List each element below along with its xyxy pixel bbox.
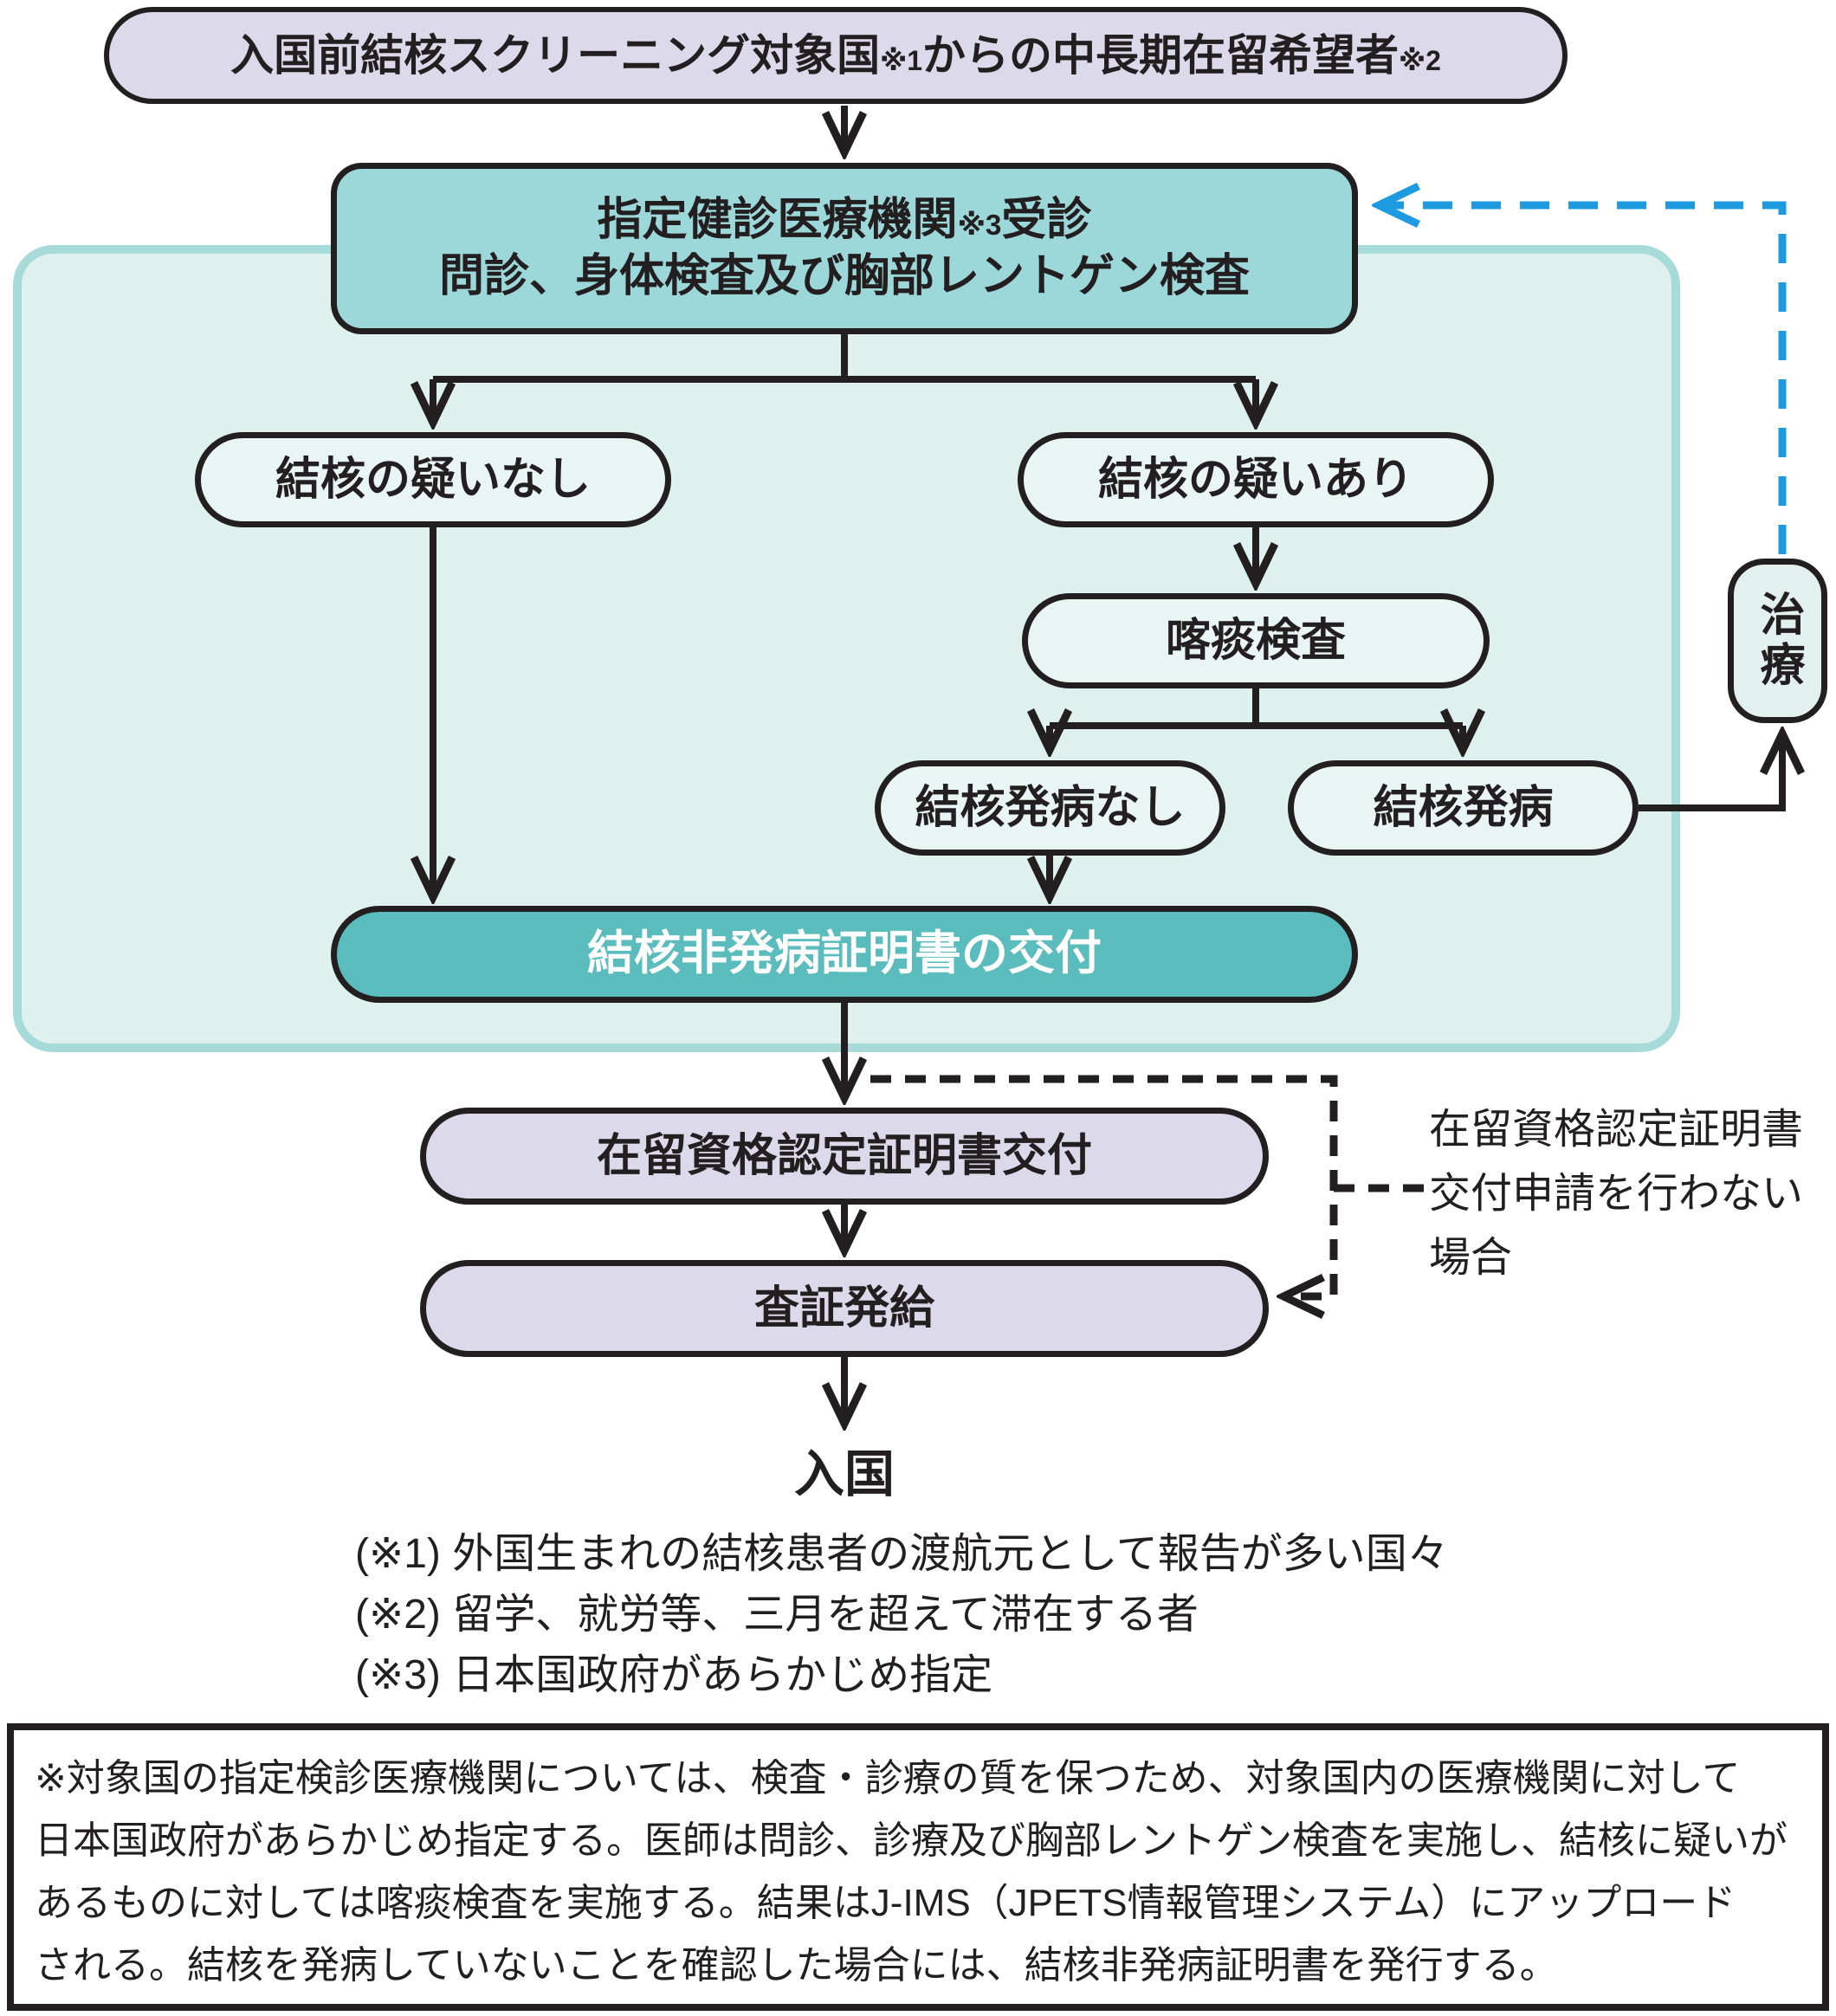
footnote-3: (※3) 日本国政府があらかじめ指定 — [355, 1652, 993, 1698]
node-clinic-label: 指定健診医療機関※3受診 問診、身体検査及び胸部レントゲン検査 — [439, 192, 1250, 305]
side-note-line-3: 場合 — [1429, 1235, 1513, 1281]
applicant-ref-1: ※1 — [880, 44, 922, 76]
applicant-text-1: 入国前結核スクリーニング対象国 — [230, 30, 881, 80]
side-note-line-1: 在留資格認定証明書 — [1429, 1107, 1804, 1153]
node-disease: 結核発病 — [1288, 760, 1639, 856]
clinic-line1-tail: 受診 — [1001, 195, 1092, 245]
applicant-ref-2: ※2 — [1399, 44, 1441, 76]
bottom-note-line-1: ※対象国の指定検診医療機関については、検査・診療の質を保つため、対象国内の医療機… — [35, 1757, 1741, 1800]
bottom-note-box: ※対象国の指定検診医療機関については、検査・診療の質を保つため、対象国内の医療機… — [7, 1723, 1829, 2011]
side-note-line-2: 交付申請を行わない — [1429, 1171, 1804, 1217]
node-sputum-test: 喀痰検査 — [1022, 593, 1490, 688]
node-applicant-label: 入国前結核スクリーニング対象国※1からの中長期在留希望者※2 — [230, 29, 1441, 83]
bottom-note-line-2: 日本国政府があらかじめ指定する。医師は問診、診療及び胸部レントゲン検査を実施し、… — [35, 1819, 1788, 1862]
node-certificate: 結核非発病証明書の交付 — [331, 906, 1358, 1003]
bottom-note-line-4: される。結核を発病していないことを確認した場合には、結核非発病証明書を発行する。 — [35, 1944, 1558, 1987]
dashed-treatment-to-clinic — [1379, 205, 1787, 554]
arrow-disease-to-treatment — [1639, 733, 1782, 811]
node-treatment: 治療 — [1728, 559, 1827, 723]
clinic-line2: 問診、身体検査及び胸部レントゲン検査 — [438, 251, 1250, 301]
footnote-1: (※1) 外国生まれの結核患者の渡航元として報告が多い国々 — [355, 1531, 1449, 1577]
node-no-disease: 結核発病なし — [875, 760, 1225, 856]
footnotes: (※1) 外国生まれの結核患者の渡航元として報告が多い国々 (※2) 留学、就労… — [355, 1524, 1654, 1706]
applicant-text-2: からの中長期在留希望者 — [922, 30, 1399, 80]
node-visa-issuance: 査証発給 — [420, 1260, 1269, 1357]
entry-label: 入国 — [793, 1446, 895, 1502]
clinic-line1-main: 指定健診医療機関 — [597, 195, 958, 245]
clinic-line1-ref: ※3 — [957, 210, 1002, 242]
node-applicant: 入国前結核スクリーニング対象国※1からの中長期在留希望者※2 — [104, 7, 1568, 104]
side-note: 在留資格認定証明書 交付申請を行わない 場合 — [1429, 1098, 1827, 1290]
footnote-2: (※2) 留学、就労等、三月を超えて滞在する者 — [355, 1592, 1199, 1638]
treatment-label: 治療 — [1753, 591, 1803, 691]
node-no-suspicion: 結核の疑いなし — [195, 432, 671, 527]
bottom-note-line-3: あるものに対しては喀痰検査を実施する。結果はJ-IMS（JPETS情報管理システ… — [35, 1882, 1736, 1924]
node-clinic: 指定健診医療機関※3受診 問診、身体検査及び胸部レントゲン検査 — [331, 163, 1358, 334]
node-suspicion: 結核の疑いあり — [1018, 432, 1494, 527]
node-coe-issuance: 在留資格認定証明書交付 — [420, 1108, 1269, 1205]
